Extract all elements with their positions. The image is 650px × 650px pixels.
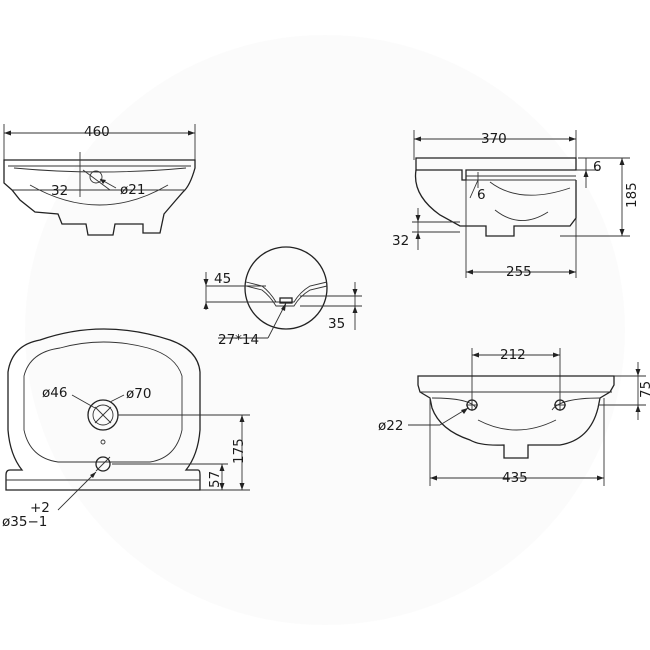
dim-overflow-depth: 35: [328, 316, 345, 332]
dim-drain-diameter: ø35−1: [2, 514, 47, 530]
dim-rear-height: 75: [638, 381, 650, 398]
dim-top-drain-offset: 57: [207, 471, 223, 488]
dim-rear-hole-spacing: 212: [500, 347, 526, 363]
dim-overflow-slot: 27*14: [218, 332, 259, 348]
dim-overflow-height: 45: [214, 271, 231, 287]
dim-side-depth: 370: [481, 131, 507, 147]
dim-front-tap-offset: 32: [51, 183, 68, 199]
dim-front-tap-hole: ø21: [120, 182, 145, 198]
dim-top-hole-outer: ø70: [126, 386, 151, 402]
dim-drain-tolerance: +2: [30, 500, 50, 516]
dim-top-hole-inner: ø46: [42, 385, 67, 401]
watermark: [25, 35, 625, 625]
rear-view: 212 75 ø22 435: [378, 347, 650, 486]
dim-side-rim-b: 6: [477, 187, 486, 203]
dim-rear-hole-diameter: ø22: [378, 418, 403, 434]
dim-side-rim-a: 6: [593, 159, 602, 175]
overflow-detail: 45 35 27*14: [203, 246, 362, 348]
dim-front-width: 460: [84, 124, 110, 140]
dim-side-offset: 32: [392, 233, 409, 249]
dim-side-depth-lower: 255: [506, 264, 532, 280]
side-view: 370 255 185 6 6: [392, 130, 640, 280]
top-view: ø46 ø70 175 57 +2 ø35−1: [2, 328, 250, 530]
dim-rear-width: 435: [502, 470, 528, 486]
dim-top-drain-to-center: 175: [231, 438, 247, 464]
dim-side-height: 185: [624, 182, 640, 208]
front-view: 460 32 ø21: [3, 124, 196, 236]
